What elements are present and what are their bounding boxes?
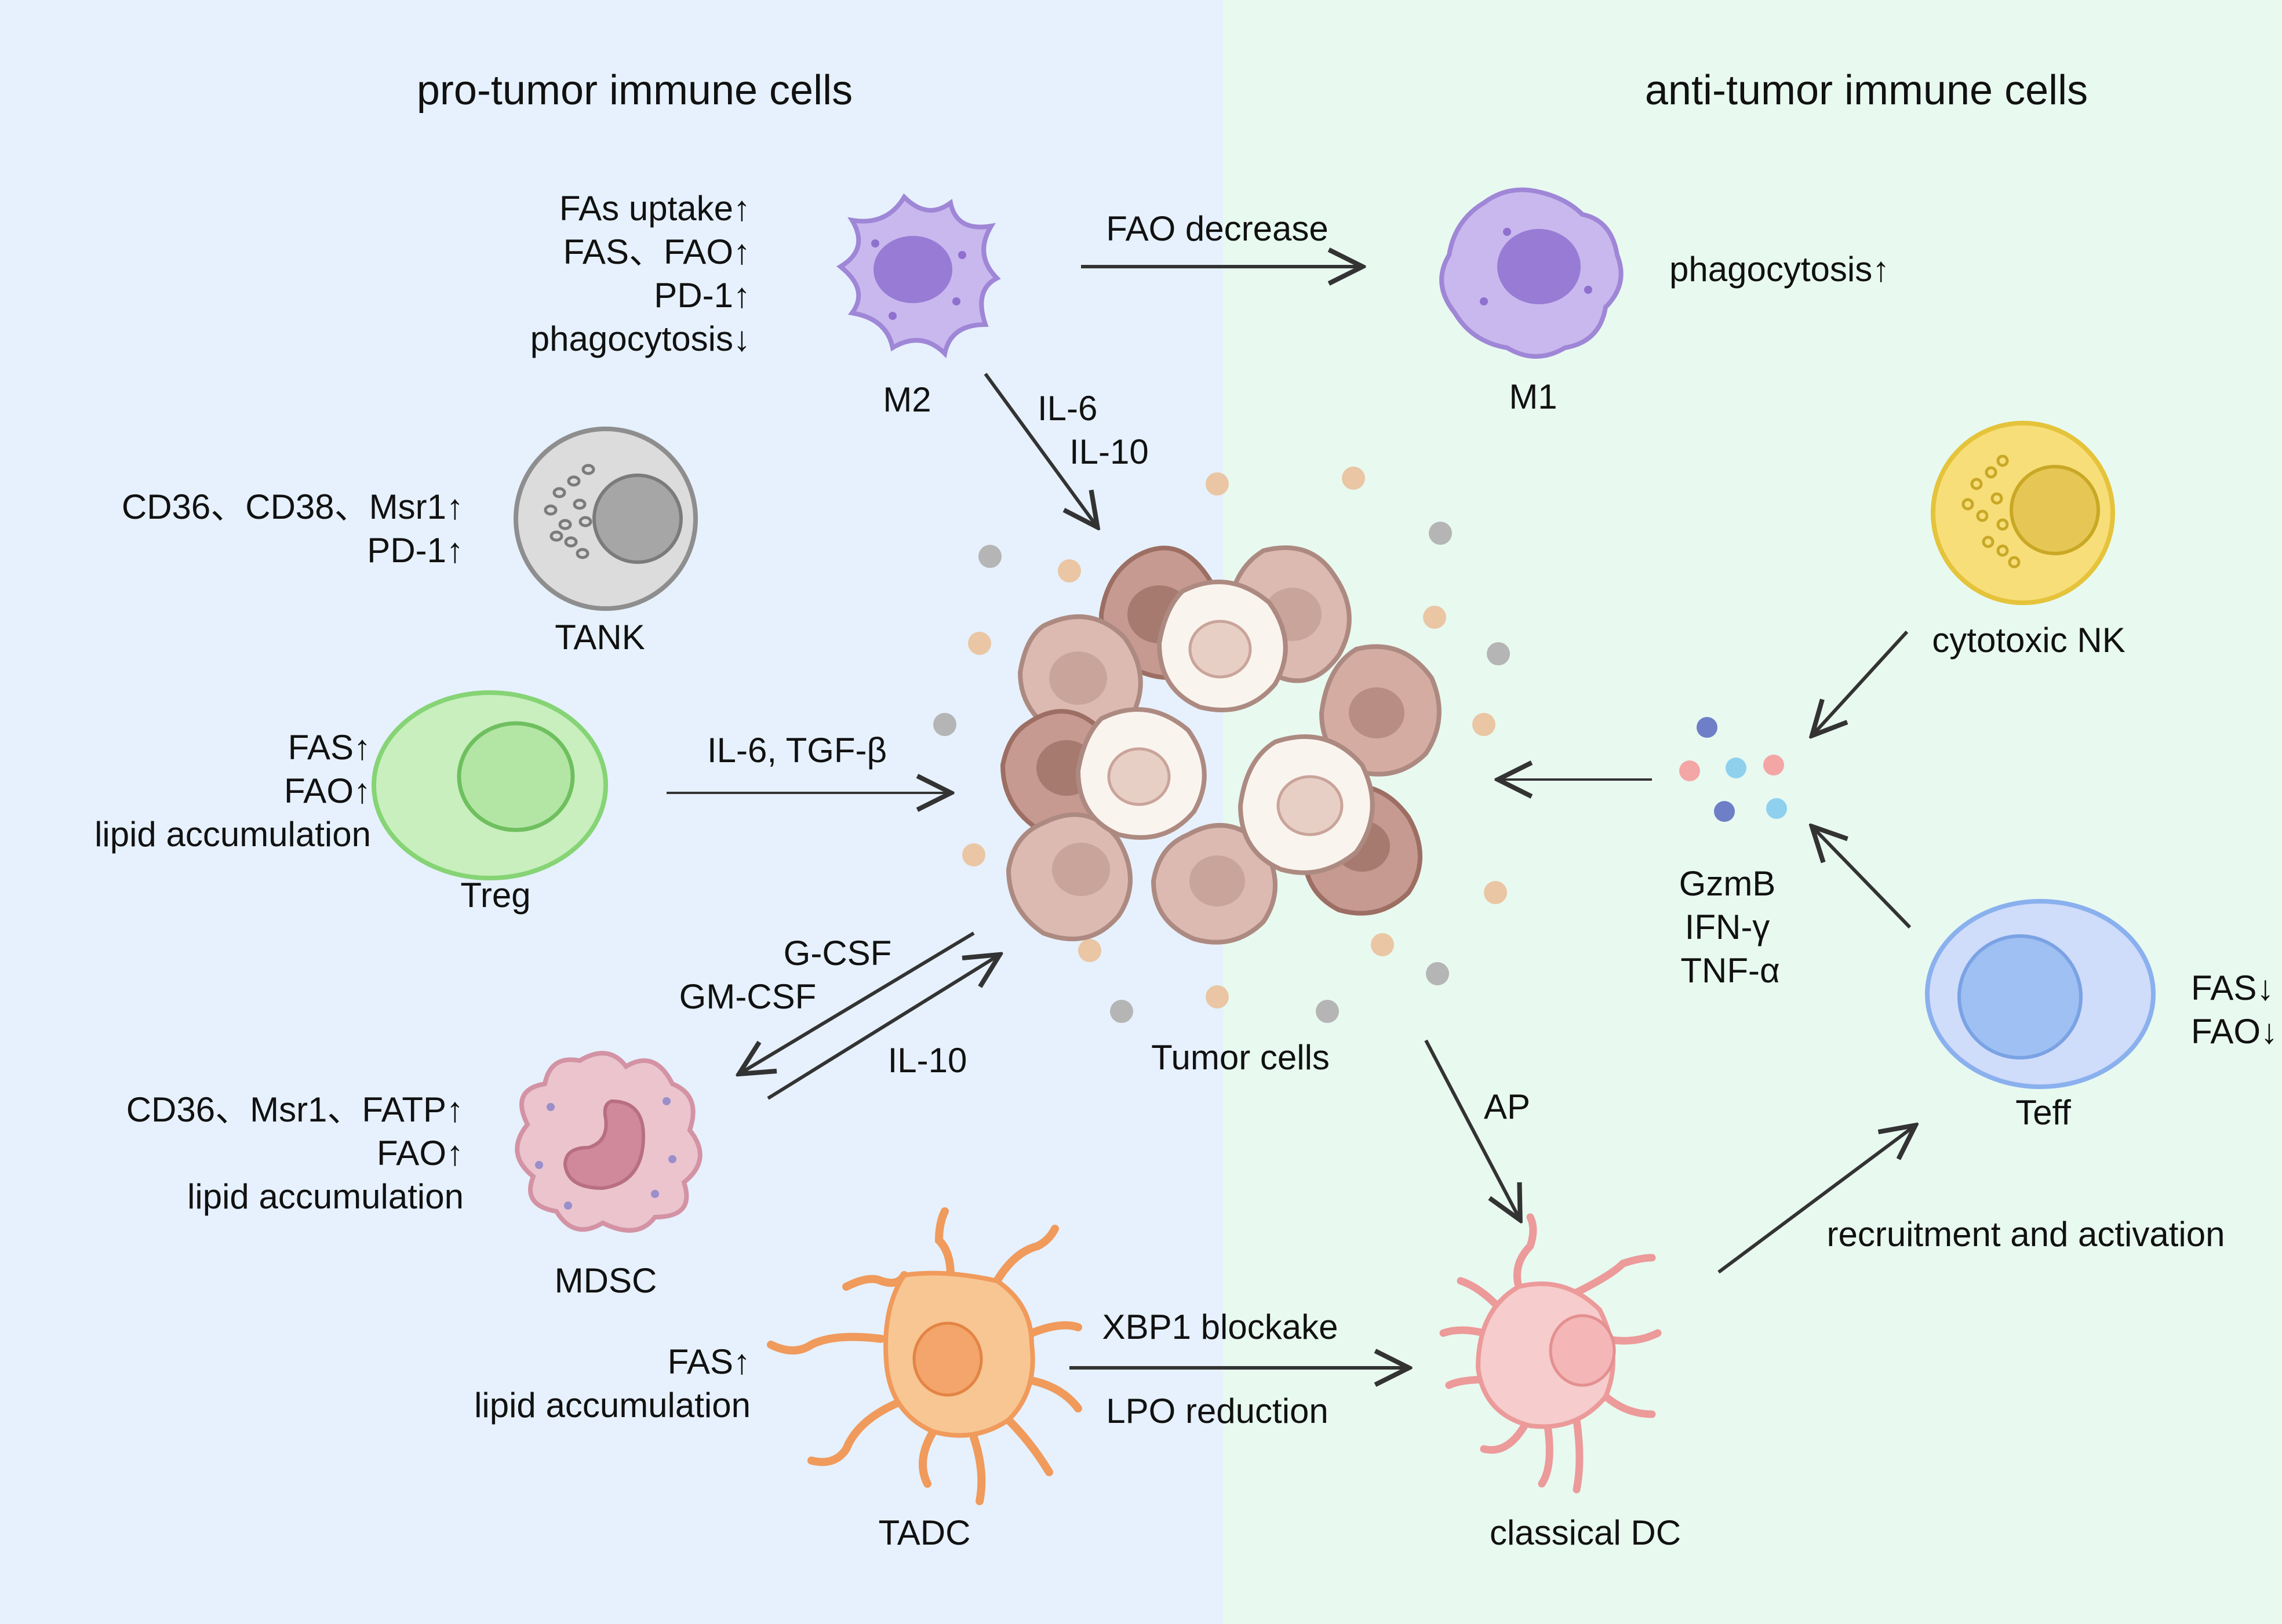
mdsc-note-2: FAO↑ [377,1134,464,1173]
tank-cell [514,427,698,611]
tadc-cdc-label-2: LPO reduction [1106,1392,1329,1430]
treg-note-1: FAS↑ [288,728,371,767]
mdsc-label: MDSC [555,1261,657,1300]
m1-macrophage [1439,187,1624,359]
mdsc-to-tumor-arrow [767,956,997,1100]
treg-cell [372,690,608,880]
m2-note-1: FAs uptake↑ [559,189,751,228]
tumor-mdsc-label-1: G-CSF [784,934,892,973]
treg-note-2: FAO↑ [284,771,371,810]
m2-to-tumor-arrow [984,373,1095,525]
tadc-note-2: lipid accumulation [474,1386,751,1425]
teff-note-2: FAO↓ [2191,1012,2278,1051]
m1-note-1: phagocytosis↑ [1669,250,1890,289]
tumor-label: Tumor cells [1151,1038,1330,1077]
treg-tumor-label: IL-6, TGF-β [707,731,887,770]
m1-label: M1 [1509,377,1557,416]
mdsc-note-1: CD36、Msr1、FATP↑ [126,1090,464,1129]
classical-dc-cell [1439,1213,1662,1494]
m2-note-2: FAS、FAO↑ [563,232,751,271]
cytokine-dots [1679,717,1787,822]
tadc-label: TADC [879,1513,971,1552]
m2-macrophage [836,193,1001,359]
treg-note-3: lipid accumulation [94,815,371,854]
tumor-mdsc-label-2: GM-CSF [679,977,817,1016]
tank-note-1: CD36、CD38、Msr1↑ [122,487,464,526]
mdsc-tumor-label: IL-10 [888,1041,967,1080]
mdsc-note-3: lipid accumulation [187,1177,464,1216]
tadc-note-1: FAS↑ [668,1342,751,1381]
cytokine-3: TNF-α [1680,951,1779,990]
nk-cell [1931,421,2115,605]
tumor-cdc-label: AP [1484,1087,1530,1126]
tumor-cells [933,467,1510,1023]
nk-to-cytokines-arrow [1814,630,1909,733]
tadc-cdc-label-1: XBP1 blockake [1102,1308,1338,1346]
cytokine-2: IFN-γ [1685,908,1770,946]
cdc-to-teff-arrow [1717,1127,1913,1274]
m2-label: M2 [883,380,931,419]
m2-note-4: phagocytosis↓ [530,319,751,358]
m2-note-3: PD-1↑ [654,276,751,315]
cdc-label: classical DC [1490,1513,1681,1552]
treg-label: Treg [460,876,530,915]
tumor-to-mdsc-arrow [742,931,975,1072]
cytokine-1: GzmB [1679,864,1776,903]
tadc-cell [767,1207,1082,1505]
teff-cell [1925,899,2156,1089]
tank-note-2: PD-1↑ [367,531,464,570]
teff-label: Teff [2015,1093,2071,1132]
anti-tumor-header: anti-tumor immune cells [1645,67,2088,114]
m2-m1-arrow-label: FAO decrease [1106,209,1329,248]
nk-label: cytotoxic NK [1932,621,2125,660]
mdsc-cell [515,1051,703,1233]
cdc-teff-label: recruitment and activation [1826,1215,2225,1254]
tank-label: TANK [555,618,645,657]
m2-tumor-label-2: IL-10 [1069,432,1149,471]
tumor-to-cdc-arrow [1424,1039,1519,1217]
m2-tumor-label-1: IL-6 [1038,389,1097,428]
teff-note-1: FAS↓ [2191,968,2274,1007]
pro-tumor-header: pro-tumor immune cells [417,67,853,114]
teff-to-cytokines-arrow [1814,829,1912,929]
